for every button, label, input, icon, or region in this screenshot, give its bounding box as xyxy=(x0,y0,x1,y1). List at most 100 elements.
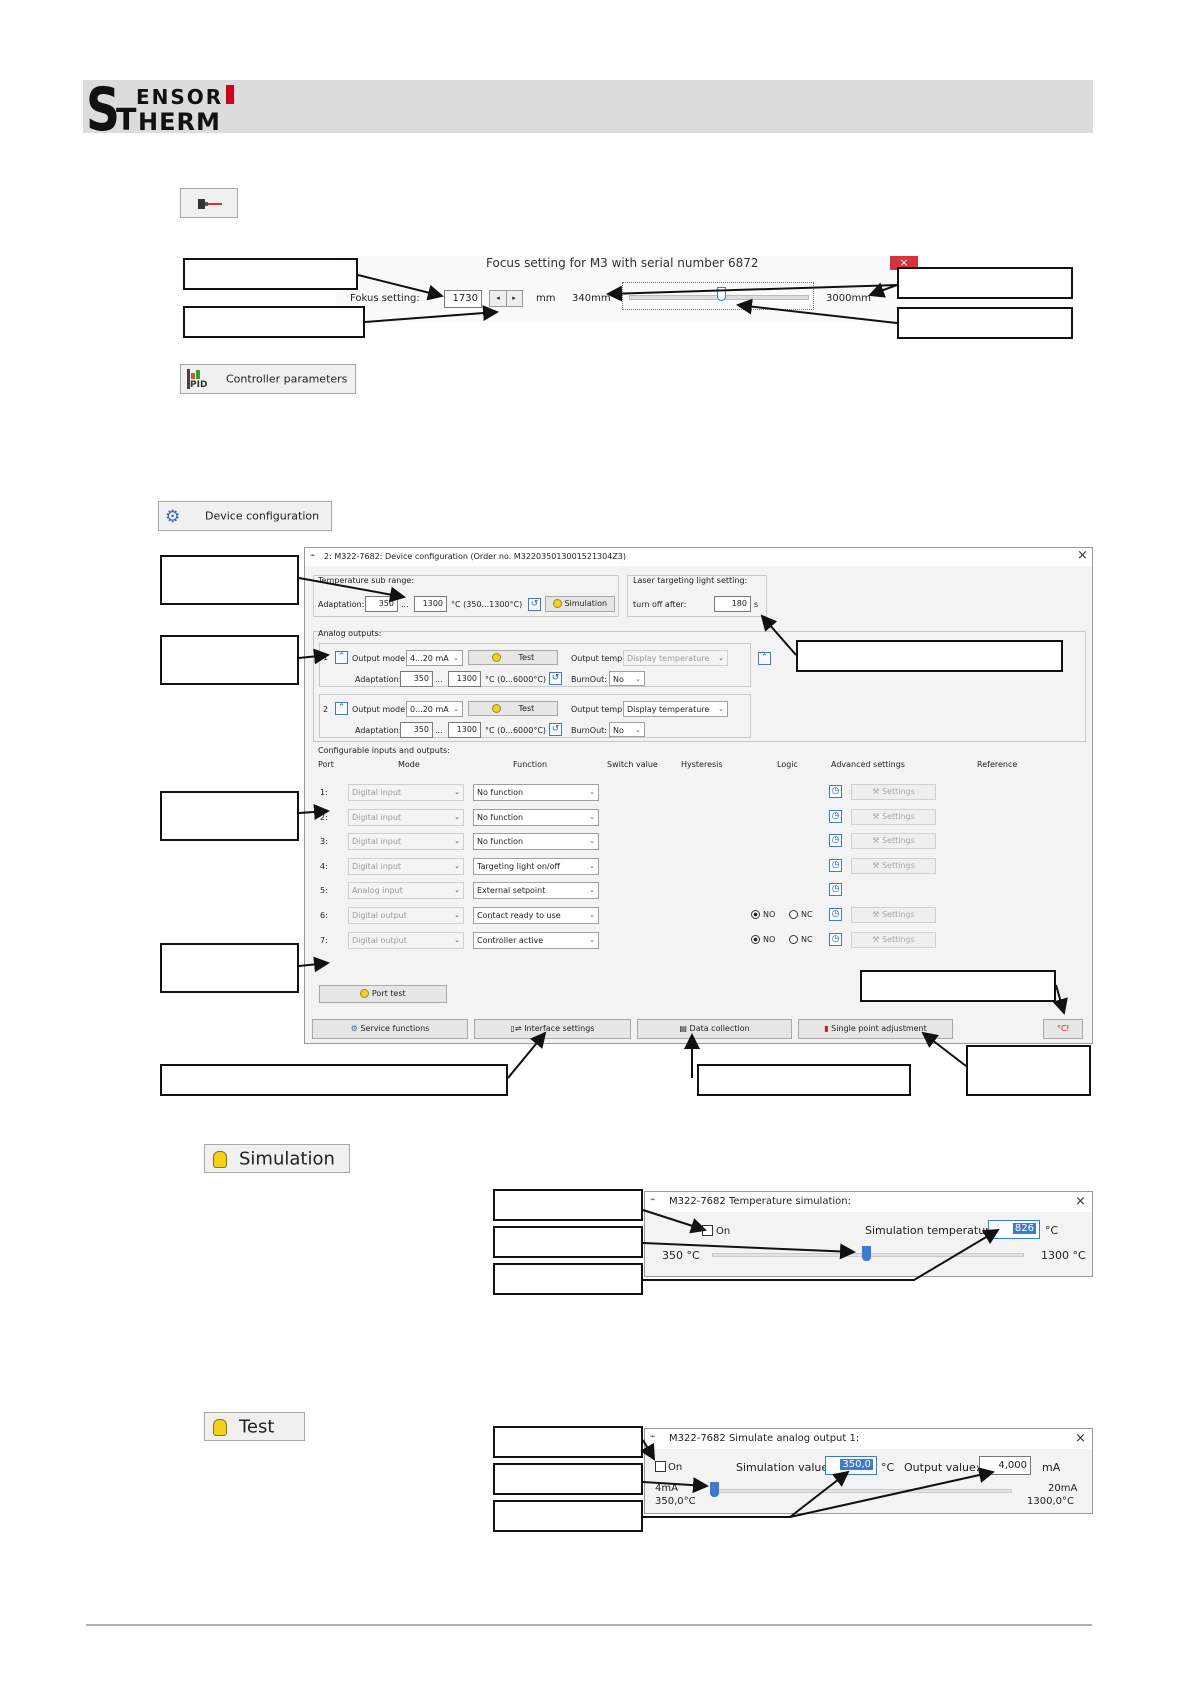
analog-test-button[interactable]: Test xyxy=(468,701,558,716)
simwin-titlebar: ⌁ M322-7682 Temperature simulation: × xyxy=(645,1192,1092,1212)
simulation-button-small[interactable]: Simulation xyxy=(545,596,615,612)
timer-icon[interactable]: ◷ xyxy=(829,858,842,872)
testwin-titlebar: ⌁ M322-7682 Simulate analog output 1: × xyxy=(645,1429,1092,1449)
output-mode-select[interactable]: 0...20 mA⌄ xyxy=(406,701,463,717)
simwin-slider[interactable] xyxy=(712,1245,1024,1267)
temp-reset-icon[interactable]: ↺ xyxy=(528,598,541,611)
simulation-button[interactable]: Simulation xyxy=(204,1144,350,1173)
temperature-unit-button[interactable]: °Cǃ xyxy=(1043,1019,1083,1039)
col-reference: Reference xyxy=(977,760,1018,769)
logic-no-radio[interactable] xyxy=(751,934,760,944)
analog-adapt-from-input[interactable]: 350 xyxy=(400,671,433,687)
analog-test-button[interactable]: Test xyxy=(468,650,558,665)
callout-box xyxy=(183,306,365,338)
device-configuration-button[interactable]: ⚙ Device configuration xyxy=(158,501,332,531)
port-function-select[interactable]: External setpoint⌄ xyxy=(473,882,599,900)
focus-step-down-icon[interactable]: ◂ xyxy=(490,291,507,306)
timer-icon[interactable]: ◷ xyxy=(829,785,842,798)
testwin-on-checkbox[interactable] xyxy=(655,1461,666,1472)
output-temp-select[interactable]: Display temperature⌄ xyxy=(623,701,728,717)
laser-turnoff-input[interactable]: 180 xyxy=(714,596,751,612)
page-header-bar xyxy=(83,80,1093,133)
single-point-adjustment-button[interactable]: ▮ Single point adjustment xyxy=(798,1019,953,1039)
simwin-slider-thumb[interactable] xyxy=(862,1246,871,1261)
timer-icon[interactable]: ◷ xyxy=(829,809,842,823)
advanced-settings-button[interactable]: ⚒ Settings xyxy=(851,931,936,948)
focus-unit: mm xyxy=(536,293,556,304)
chevron-down-icon: ⌄ xyxy=(454,837,460,846)
output-mode-select[interactable]: 4...20 mA⌄ xyxy=(406,650,463,666)
devwin-close-button[interactable]: × xyxy=(1077,548,1088,563)
advanced-settings-button[interactable]: ⚒ Settings xyxy=(851,857,936,874)
advanced-settings-button[interactable]: ⚒ Settings xyxy=(851,907,936,923)
data-collection-button[interactable]: ▤ Data collection xyxy=(637,1019,792,1039)
analog-adapt-to-input[interactable]: 1300 xyxy=(448,671,481,687)
simwin-min-label: 350 °C xyxy=(662,1249,700,1262)
output-temp-select[interactable]: Display temperature⌄ xyxy=(623,650,728,666)
analog-adapt-from-input[interactable]: 350 xyxy=(400,722,433,738)
callout-box xyxy=(796,640,1063,672)
port-mode-select[interactable]: Digital input⌄ xyxy=(348,784,464,801)
testwin-min-c: 350,0°C xyxy=(655,1496,696,1507)
port-function-select[interactable]: No function⌄ xyxy=(473,784,599,801)
focus-slider[interactable] xyxy=(622,282,814,310)
collapse-icon[interactable]: ⌃ xyxy=(335,651,348,664)
port-function-select[interactable]: No function⌄ xyxy=(473,833,599,851)
temp-adapt-to-input[interactable]: 1300 xyxy=(414,596,447,612)
testwin-close-button[interactable]: × xyxy=(1075,1431,1086,1446)
timer-icon[interactable]: ◷ xyxy=(829,932,842,946)
output-temp-label: Output temp.: xyxy=(571,705,628,714)
timer-icon[interactable]: ◷ xyxy=(829,834,842,848)
collapse-icon[interactable]: ⌃ xyxy=(335,702,348,715)
port-function-select[interactable]: Contact ready to use⌄ xyxy=(473,907,599,924)
config-io-row: 5:Analog input⌄External setpoint⌄◷ xyxy=(305,882,1092,902)
focus-step-up-icon[interactable]: ▸ xyxy=(512,294,516,302)
advanced-settings-button[interactable]: ⚒ Settings xyxy=(851,833,936,850)
logic-nc-radio[interactable] xyxy=(789,910,798,919)
burnout-select[interactable]: No⌄ xyxy=(609,671,645,686)
port-function-select[interactable]: Controller active⌄ xyxy=(473,931,599,949)
advanced-settings-button[interactable]: ⚒ Settings xyxy=(851,808,936,825)
analog-adapt-to-input[interactable]: 1300 xyxy=(448,722,481,738)
analog-reset-icon[interactable]: ↺ xyxy=(549,723,562,736)
port-function-select[interactable]: Targeting light on/off⌄ xyxy=(473,857,599,875)
testwin-out-input[interactable]: 4,000 xyxy=(979,1456,1031,1475)
interface-settings-button[interactable]: ▯⇌ Interface settings xyxy=(474,1019,631,1039)
simwin-max-label: 1300 °C xyxy=(1041,1249,1086,1262)
simwin-on-checkbox[interactable] xyxy=(702,1225,713,1236)
expand-up-icon[interactable]: ⌃ xyxy=(758,652,771,665)
analog-reset-icon[interactable]: ↺ xyxy=(549,672,562,685)
port-mode-select[interactable]: Digital output⌄ xyxy=(348,931,464,949)
testwin-slider[interactable] xyxy=(710,1481,1012,1503)
port-function-select[interactable]: No function⌄ xyxy=(473,808,599,826)
logic-nc-radio[interactable] xyxy=(789,934,798,944)
port-mode-select[interactable]: Digital input⌄ xyxy=(348,833,464,851)
temp-adapt-from-input[interactable]: 350 xyxy=(365,596,398,612)
logic-nc-label: NC xyxy=(801,934,813,944)
laser-targeting-button[interactable] xyxy=(180,188,238,218)
port-mode-select[interactable]: Digital output⌄ xyxy=(348,907,464,924)
timer-icon[interactable]: ◷ xyxy=(829,883,842,897)
focus-close-button[interactable]: × xyxy=(890,256,918,270)
port-mode-select[interactable]: Digital input⌄ xyxy=(348,808,464,826)
logic-no-radio[interactable] xyxy=(751,910,760,919)
simwin-temp-input[interactable]: 826 xyxy=(988,1220,1040,1239)
footer-rule xyxy=(86,1624,1092,1626)
test-button[interactable]: Test xyxy=(204,1412,305,1441)
advanced-settings-button[interactable]: ⚒ Settings xyxy=(851,784,936,800)
port-mode-select[interactable]: Analog input⌄ xyxy=(348,882,464,900)
focus-stepper[interactable]: ◂ ▸ xyxy=(489,290,523,307)
testwin-sim-input[interactable]: 350,0 xyxy=(825,1456,877,1475)
burnout-select[interactable]: No⌄ xyxy=(609,722,645,737)
port-number: 3: xyxy=(320,837,328,847)
focus-slider-thumb[interactable] xyxy=(717,287,727,301)
focus-value-input[interactable]: 1730 xyxy=(444,290,482,308)
port-test-button[interactable]: Port test xyxy=(319,985,447,1003)
port-mode-select[interactable]: Digital input⌄ xyxy=(348,857,464,875)
simwin-close-button[interactable]: × xyxy=(1075,1194,1086,1209)
controller-parameters-button[interactable]: PID Controller parameters xyxy=(180,364,356,394)
timer-icon[interactable]: ◷ xyxy=(829,908,842,921)
service-functions-button[interactable]: ⚙ Service functions xyxy=(312,1019,468,1039)
testwin-slider-thumb[interactable] xyxy=(710,1482,719,1497)
col-advanced-settings: Advanced settings xyxy=(831,760,905,769)
